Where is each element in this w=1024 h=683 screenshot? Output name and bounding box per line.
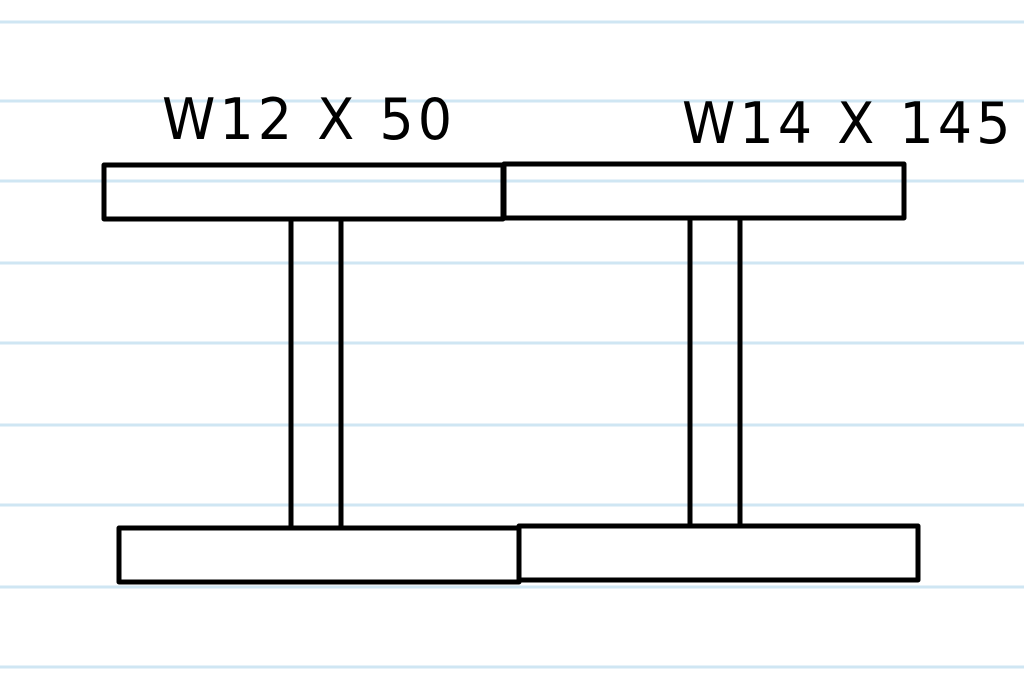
left-bottom-flange [116,525,522,585]
right-top-flange [501,161,907,221]
left-web [288,216,344,531]
left-section-label: W12 X 50 [162,86,457,153]
right-bottom-flange [516,523,921,583]
right-i-beam [501,161,921,583]
left-top-flange [101,162,506,222]
right-section-label: W14 X 145 [682,90,1015,157]
left-i-beam [101,162,522,585]
ruled-lines [0,20,1024,669]
